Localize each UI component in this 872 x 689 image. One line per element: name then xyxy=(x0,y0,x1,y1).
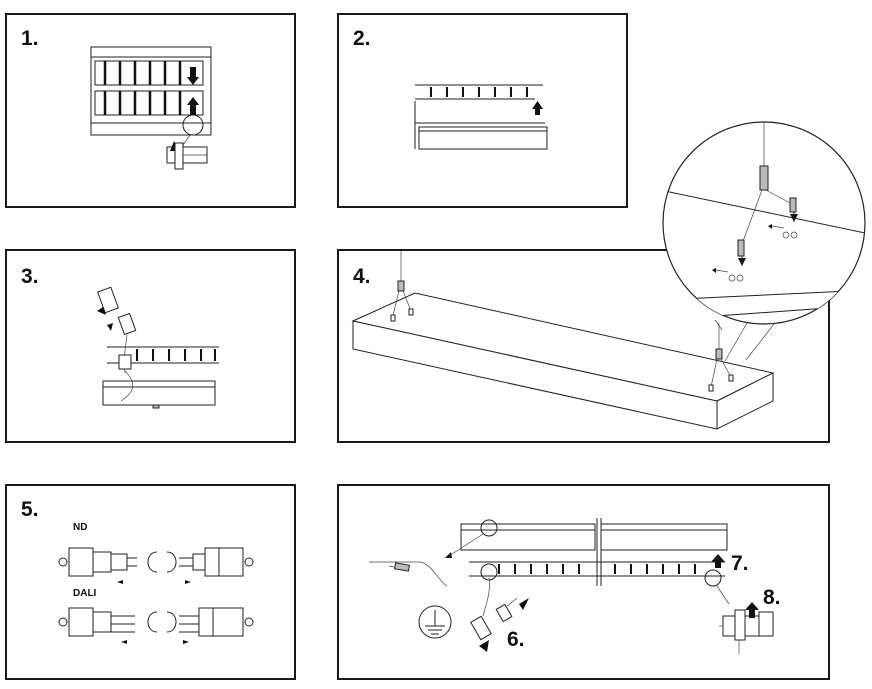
step-number-2: 2. xyxy=(353,27,371,50)
steps-6-7-8-illustration xyxy=(369,518,774,654)
step-5-illustration xyxy=(58,547,254,644)
step-number-4: 4. xyxy=(353,265,371,288)
step-number-3: 3. xyxy=(21,265,39,288)
step-number-7: 7. xyxy=(731,552,749,575)
panel-step-4: 4. xyxy=(337,249,830,443)
panel-steps-6-7-8: 6. 7. 8. xyxy=(337,484,830,680)
panel-step-2: 2. xyxy=(337,13,628,208)
panel-step-5: 5. ND DALI xyxy=(5,484,296,680)
nd-connector-left xyxy=(58,547,158,584)
dali-connector-label: DALI xyxy=(73,588,97,599)
panel-step-1: 1. xyxy=(5,13,296,208)
step-4-illustration xyxy=(351,251,775,430)
nd-connector-label: ND xyxy=(73,522,88,533)
step-1-illustration xyxy=(90,46,212,170)
step-3-illustration xyxy=(97,286,219,409)
dali-connector-left xyxy=(58,607,158,644)
step-number-6: 6. xyxy=(507,628,525,651)
step-number-5: 5. xyxy=(21,498,39,521)
dali-connector-right xyxy=(166,607,254,644)
step-number-8: 8. xyxy=(763,586,781,609)
nd-connector-right xyxy=(166,547,254,584)
step-number-1: 1. xyxy=(21,27,39,50)
step-2-illustration xyxy=(414,84,548,150)
panel-step-3: 3. xyxy=(5,249,296,443)
